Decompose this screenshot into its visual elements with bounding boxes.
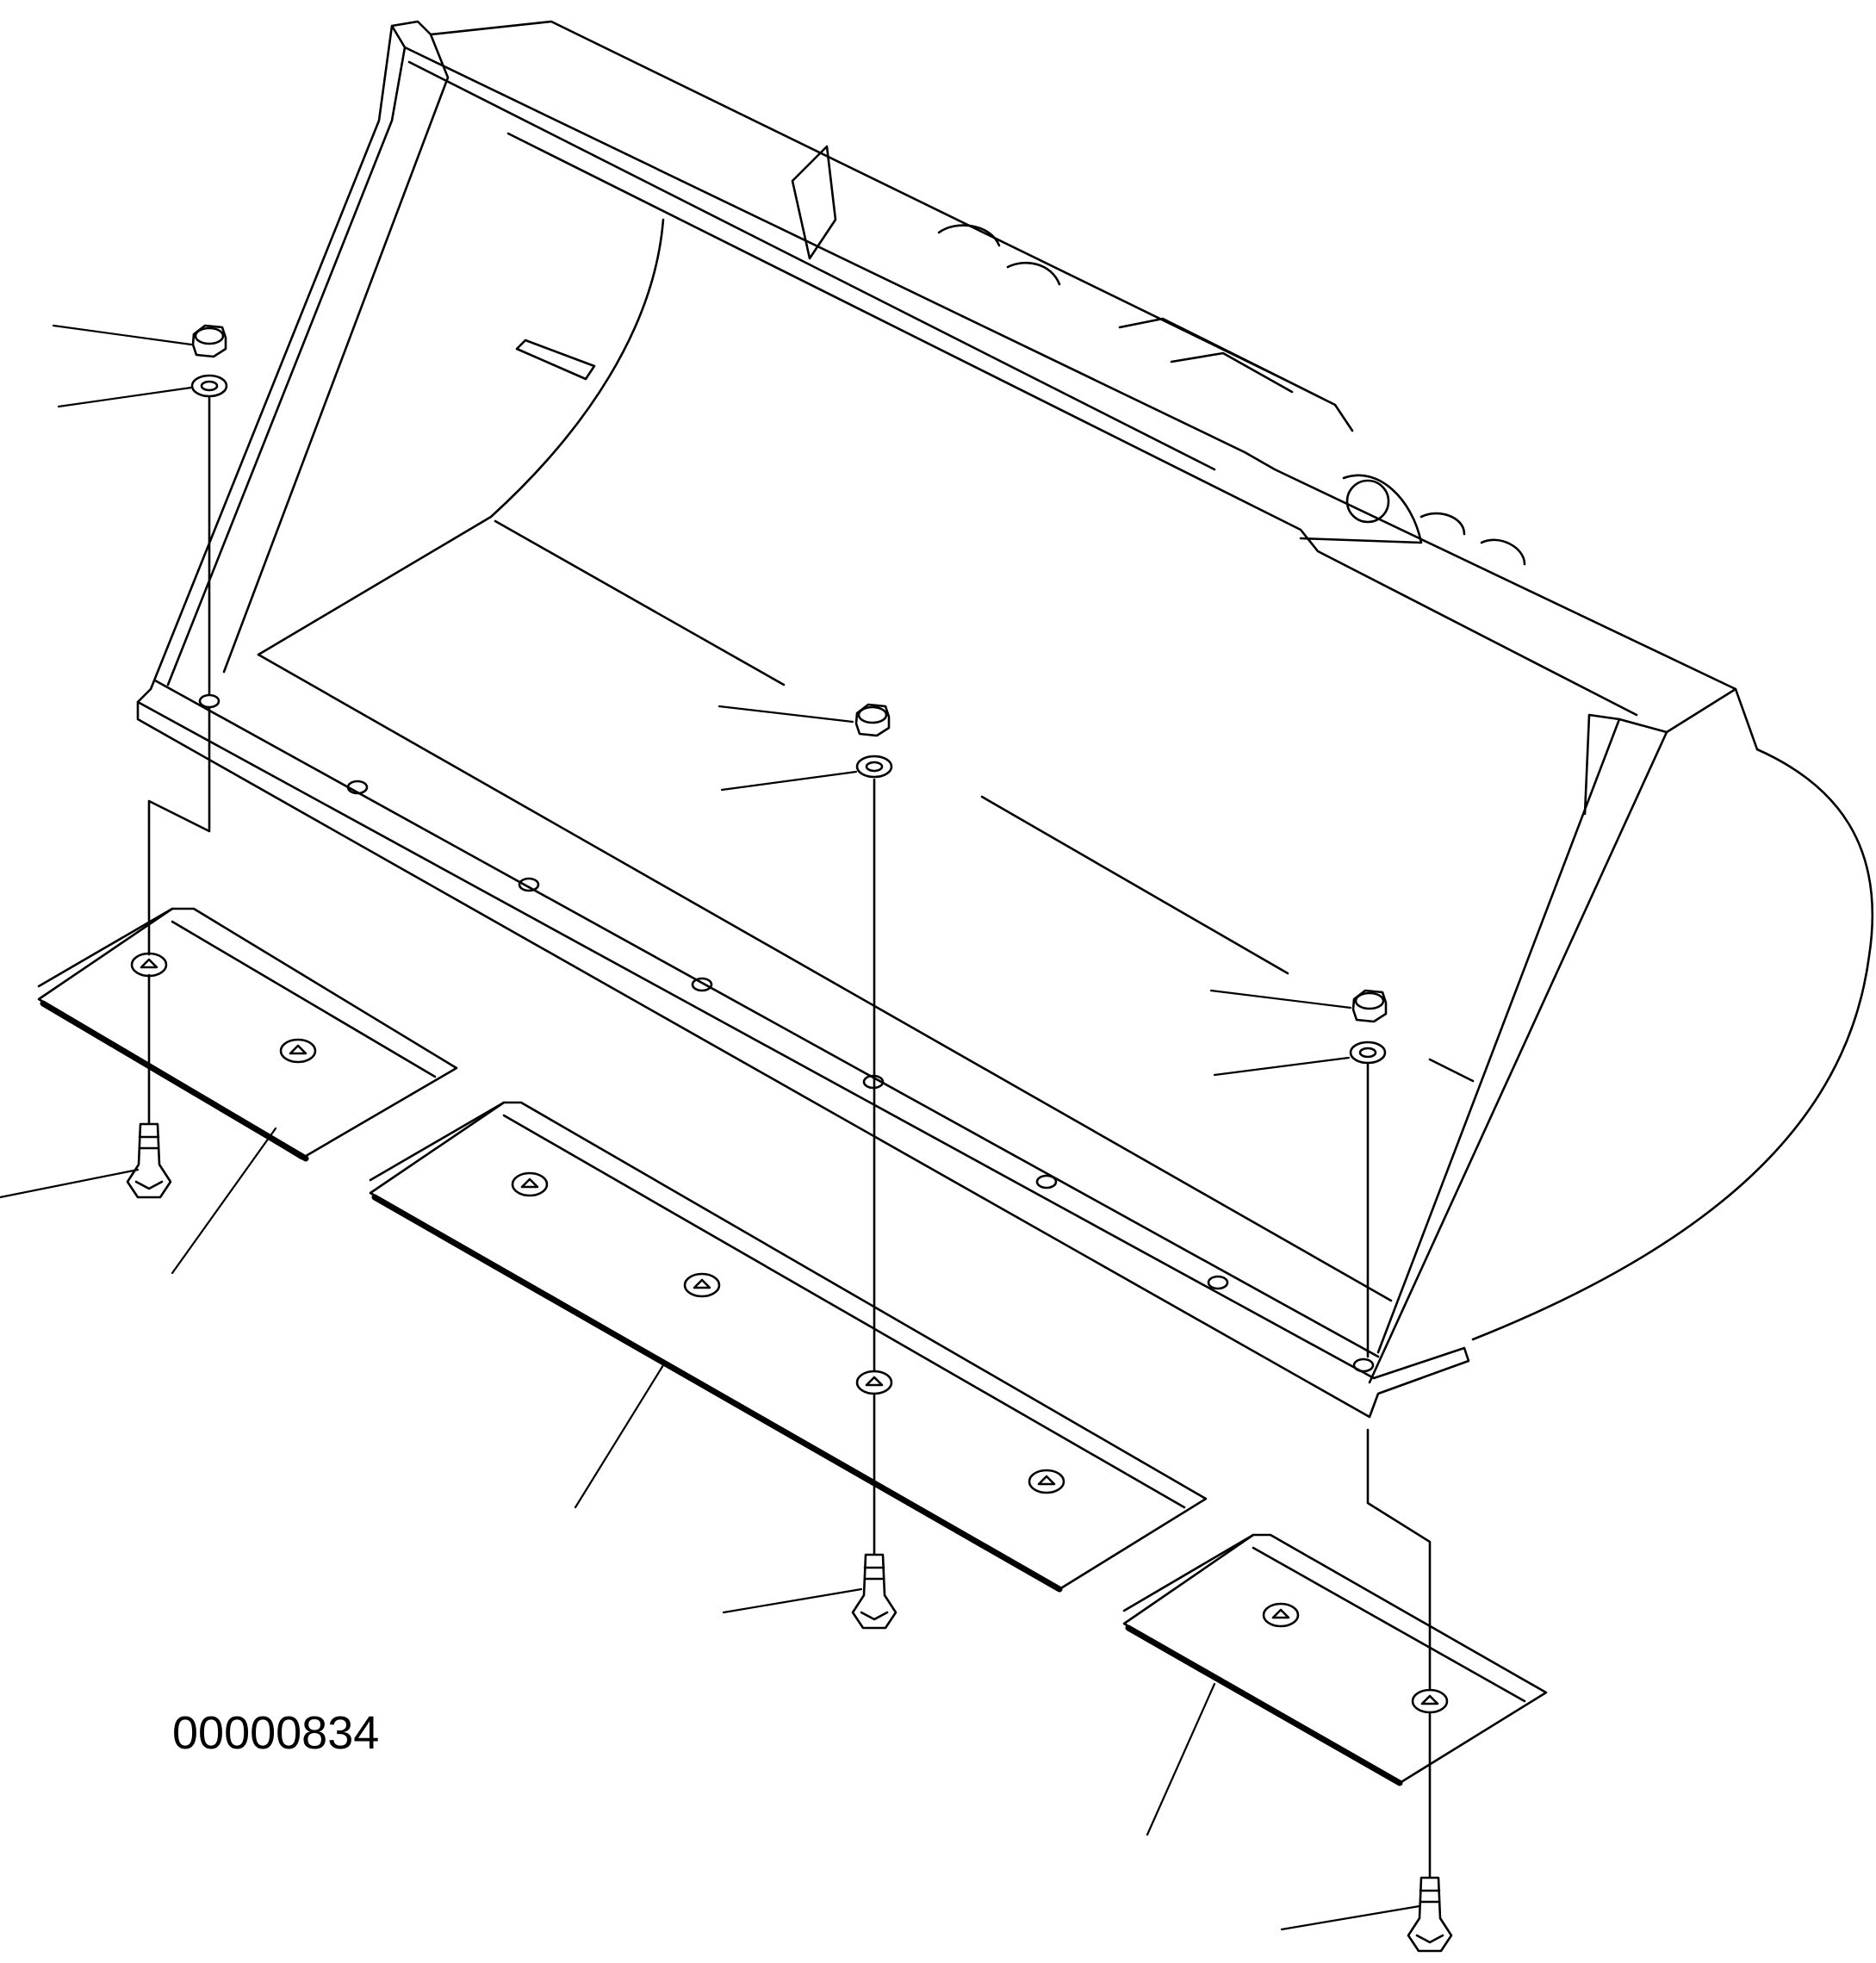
- center-line-right: [1366, 1063, 1432, 1692]
- bolt-right: [1407, 1876, 1453, 1953]
- bucket-right-bosses: [1419, 512, 1526, 566]
- cutting-edge-left: [37, 907, 458, 1162]
- bolt-center: [851, 1553, 898, 1630]
- hardware-center: [851, 703, 898, 1630]
- bucket-left-side-plate: [136, 20, 450, 704]
- washer-center: [855, 755, 893, 779]
- figure-id-label: 00000834: [172, 1707, 379, 1759]
- washer-right: [1349, 1041, 1387, 1065]
- cutting-edge-right: [1122, 1533, 1548, 1786]
- bucket-top-rail: [403, 20, 1737, 717]
- bucket-right-side-plate: [1368, 687, 1759, 1384]
- nut-center: [854, 703, 891, 737]
- bucket-right-outer-shell: [1471, 748, 1874, 1341]
- bolt-left: [126, 1122, 172, 1199]
- cutting-edge-center: [369, 1101, 1208, 1593]
- bucket-body: [136, 20, 1874, 1419]
- bucket-pivot-plate: [1299, 474, 1423, 544]
- nut-right: [1351, 989, 1388, 1023]
- bucket-pivot-hole: [1345, 479, 1390, 524]
- bucket-floor: [257, 519, 1475, 1302]
- nut-left: [191, 324, 227, 358]
- hardware-left: [126, 324, 228, 1199]
- washer-left: [190, 374, 228, 398]
- bucket-base-lip: [136, 700, 1470, 1419]
- bucket-hinge-bosses: [937, 224, 1354, 432]
- hardware-right: [1349, 989, 1453, 1953]
- bucket-center-bracket: [791, 145, 837, 260]
- bucket-inner-back-curve: [257, 218, 665, 656]
- leader-lines: [0, 324, 1421, 1931]
- center-line-left: [147, 396, 211, 956]
- bucket-lift-hook: [515, 339, 596, 381]
